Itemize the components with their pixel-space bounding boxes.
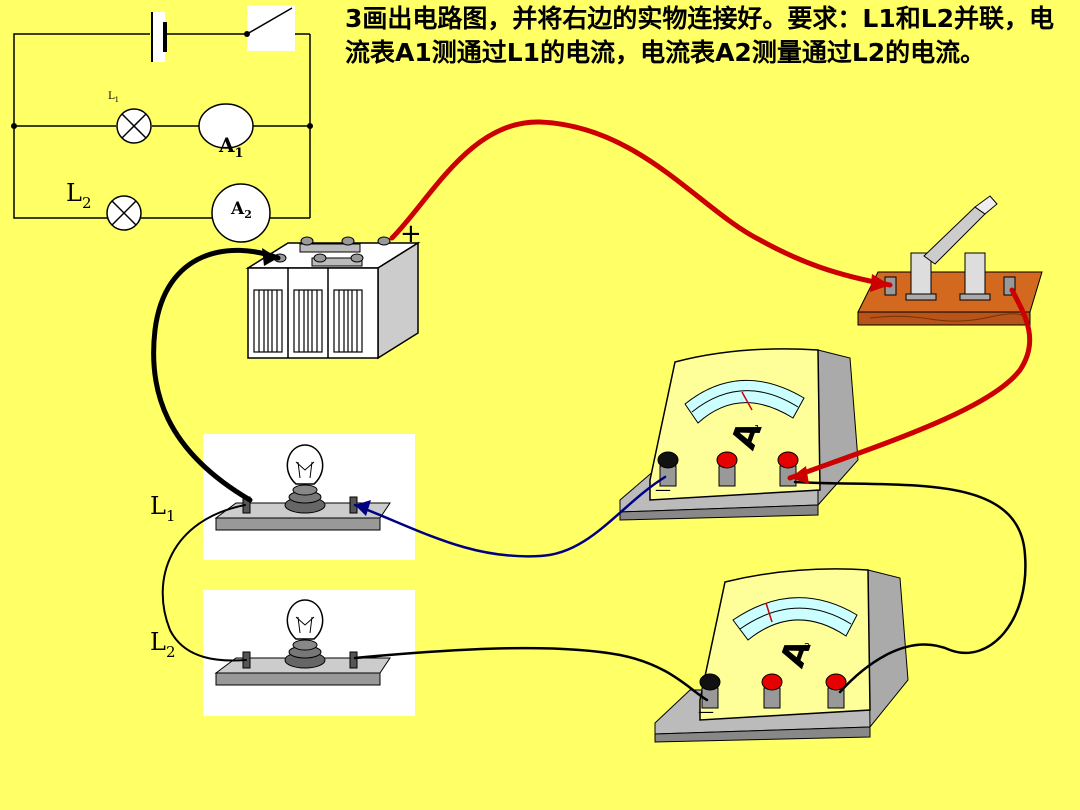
schematic-ammeter2-label: A2	[230, 199, 252, 221]
ammeter1-terminal-3[interactable]	[777, 451, 799, 487]
schematic-ammeter2-symbol	[211, 183, 271, 243]
knife-switch[interactable]	[857, 195, 1043, 326]
ammeter2-minus-sign: —	[698, 702, 714, 721]
schematic-lamp2-label: L2	[66, 179, 91, 212]
ammeter1-subscript: 1	[754, 424, 760, 435]
ammeter2-subscript: 2	[804, 642, 810, 653]
battery-pack: +	[245, 219, 422, 360]
ammeter1-terminal-negative[interactable]	[657, 451, 679, 487]
schematic-lamp1-symbol	[116, 108, 152, 144]
battery-cell-stripes	[253, 289, 363, 353]
schematic-ammeter1-symbol	[198, 103, 254, 149]
ammeter2-terminal-3[interactable]	[825, 673, 847, 709]
ammeter2-terminal-06[interactable]	[761, 673, 783, 709]
wire-bulb1-to-ammeter1[interactable]	[353, 475, 667, 558]
ammeter2-terminal-negative[interactable]	[699, 673, 721, 709]
schematic-lamp1-label: L1	[108, 91, 119, 104]
schematic-lamp2-symbol	[106, 195, 142, 231]
bulb2-apparatus	[203, 590, 415, 716]
schematic-junction-dots	[11, 123, 313, 129]
schematic-battery-symbol	[151, 12, 167, 62]
ammeter1-terminal-06[interactable]	[716, 451, 738, 487]
bulb1-label: L1	[150, 492, 175, 525]
bulb2-label: L2	[150, 628, 175, 661]
wire-bulb1-to-bulb2[interactable]	[161, 504, 247, 662]
ammeter1-apparatus: A 1 —	[619, 348, 859, 521]
wires	[151, 119, 1033, 702]
schematic-switch-symbol	[244, 5, 295, 51]
schematic-ammeter1-label: A1	[218, 133, 244, 161]
bulb1-apparatus	[203, 434, 415, 560]
wire-bulb2-to-ammeter2[interactable]	[353, 646, 709, 702]
battery-links	[299, 243, 363, 267]
wire-arrowheads	[262, 248, 890, 516]
question-text: 3画出电路图，并将右边的实物连接好。要求：L1和L2并联，电流表A1测通过L1的…	[345, 4, 1055, 67]
wire-battery-to-bulb1[interactable]	[151, 247, 281, 503]
wire-battery-to-switch[interactable]	[389, 119, 893, 288]
ammeter2-apparatus: A 2 —	[654, 568, 909, 743]
wire-ammeter1-to-ammeter2[interactable]	[793, 480, 1027, 694]
schematic-diagram: L1 A1 L2 A2	[11, 5, 313, 243]
wire-switch-to-ammeter1[interactable]	[787, 287, 1033, 481]
ammeter1-minus-sign: —	[655, 480, 671, 499]
